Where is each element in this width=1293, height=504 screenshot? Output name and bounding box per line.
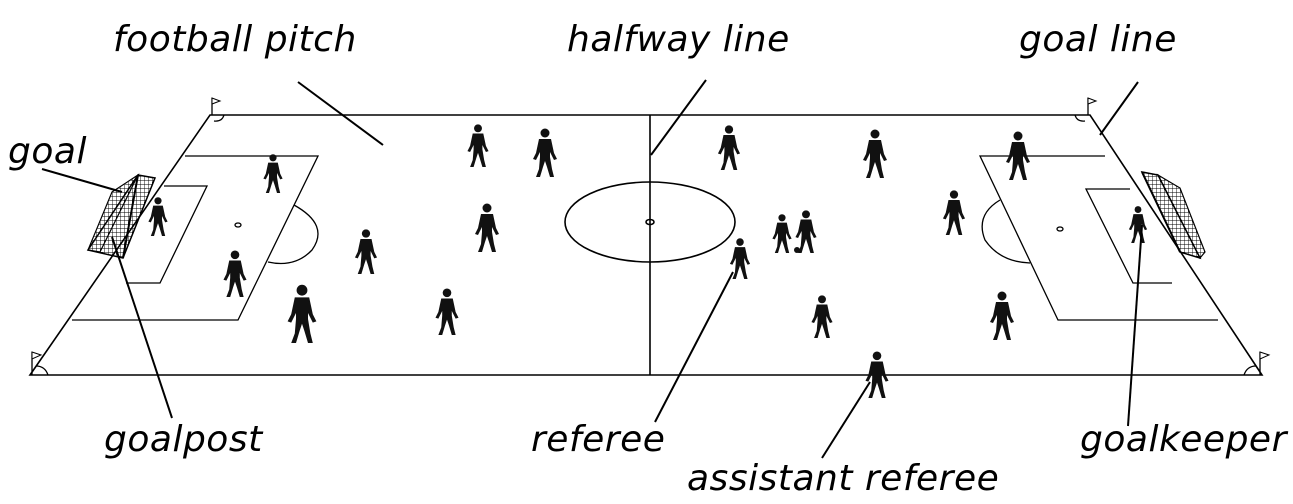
player-silhouette <box>811 295 833 338</box>
goalkeeper-right-silhouette <box>1128 206 1148 243</box>
centre-circle <box>564 181 736 263</box>
label-assistant-referee: assistant referee <box>687 458 1000 499</box>
corner-flag-top-right <box>1087 97 1098 115</box>
leader-goalkeeper <box>1127 224 1143 427</box>
label-halfway-line: halfway line <box>567 19 790 60</box>
centre-spot <box>645 218 655 226</box>
left-penalty-spot <box>234 222 242 228</box>
player-silhouette <box>467 124 489 167</box>
right-goal-area <box>1084 188 1172 284</box>
right-penalty-spot <box>1056 226 1064 232</box>
corner-arc-bottom-left <box>35 365 49 376</box>
player-silhouette <box>475 203 499 252</box>
corner-arc-top-left <box>213 114 225 122</box>
corner-flag-bottom-left <box>31 351 43 375</box>
referee-silhouette <box>729 238 751 279</box>
corner-arc-top-right <box>1074 114 1086 122</box>
label-goalkeeper: goalkeeper <box>1080 419 1287 460</box>
players <box>148 124 1148 398</box>
corner-flag-top-left <box>211 97 222 115</box>
player-silhouette <box>533 128 557 177</box>
player-silhouette <box>990 291 1014 340</box>
player-silhouette <box>1006 131 1030 180</box>
player-silhouette <box>772 214 792 253</box>
label-referee: referee <box>531 419 666 460</box>
player-silhouette <box>223 250 247 297</box>
player-silhouette <box>435 288 459 335</box>
leader-halfway-line <box>650 79 707 156</box>
corner-arc-bottom-right <box>1243 365 1257 376</box>
label-goal: goal <box>8 131 87 172</box>
left-goal-area <box>126 185 209 284</box>
ball <box>794 247 800 253</box>
label-football-pitch: football pitch <box>113 19 357 60</box>
player-silhouette <box>263 154 283 193</box>
player-silhouette <box>863 129 887 178</box>
pitch-outline <box>28 114 1264 376</box>
leader-assistant-referee <box>821 381 871 459</box>
leader-referee <box>654 271 734 423</box>
player-silhouette <box>287 284 317 343</box>
leader-goal <box>41 168 123 193</box>
leader-goal-line <box>1099 81 1139 136</box>
label-goal-line: goal line <box>1019 19 1177 60</box>
player-silhouette <box>795 210 817 253</box>
player-silhouette <box>354 229 378 274</box>
right-goal <box>1140 170 1206 260</box>
left-penalty-area <box>72 155 320 321</box>
left-penalty-arc <box>267 204 319 265</box>
right-penalty-arc <box>981 199 1031 264</box>
leader-goalpost <box>111 236 173 419</box>
leader-football-pitch <box>297 81 384 146</box>
right-penalty-area <box>978 155 1218 321</box>
left-goal <box>86 173 157 259</box>
goalkeeper-left-silhouette <box>148 197 168 236</box>
assistant-referee-silhouette <box>865 351 889 398</box>
player-silhouette <box>717 125 741 170</box>
corner-flag-bottom-right <box>1259 351 1271 375</box>
player-silhouette <box>942 190 966 235</box>
label-goalpost: goalpost <box>104 419 263 460</box>
